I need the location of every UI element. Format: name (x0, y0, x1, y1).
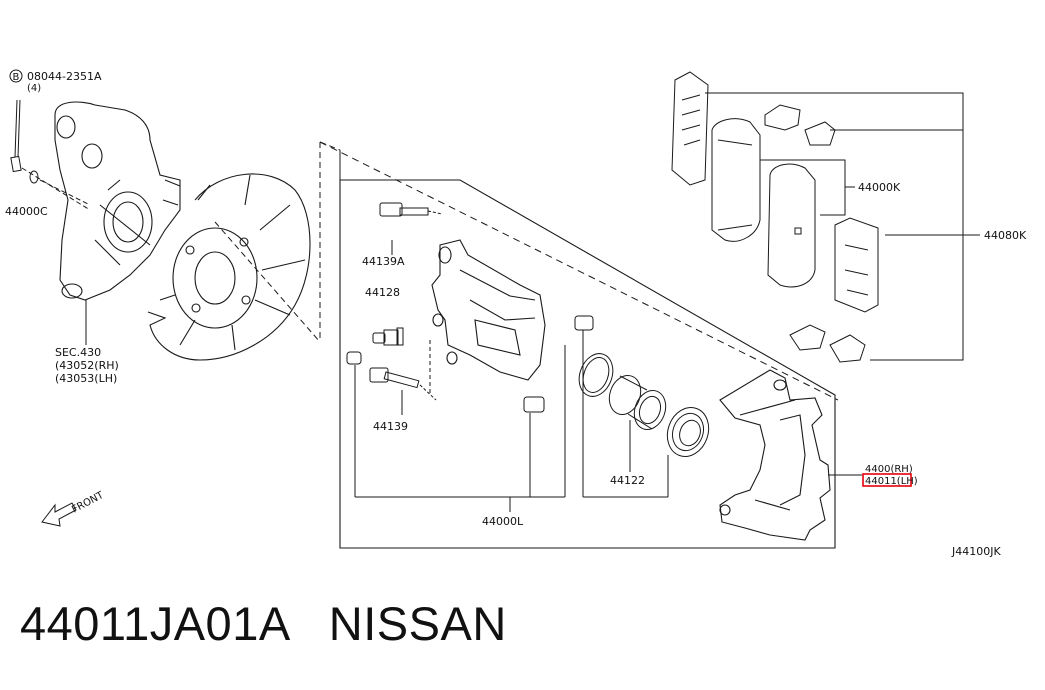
label-sec430: SEC.430 (55, 346, 101, 359)
frame-dashed-diagonal (319, 141, 839, 401)
label-43052rh: (43052(RH) (55, 359, 119, 372)
label-44080k: 44080K (984, 229, 1027, 242)
guide-pin-44139 (369, 367, 437, 401)
boot-left (346, 351, 362, 365)
label-44000l: 44000L (482, 515, 524, 528)
label-44139a: 44139A (362, 255, 405, 268)
caption-brand: NISSAN (328, 597, 507, 650)
diagram-code: J44100JK (951, 545, 1001, 558)
assembly-frame (339, 179, 836, 549)
bushing-44128 (372, 327, 404, 346)
guide-pin-44139a (379, 202, 443, 217)
label-44000c: 44000C (5, 205, 48, 218)
label-43053lh: (43053(LH) (55, 372, 117, 385)
label-44128: 44128 (365, 286, 400, 299)
label-44139: 44139 (373, 420, 408, 433)
label-44000k: 44000K (858, 181, 901, 194)
boot-right-top (574, 315, 594, 331)
frame-dashed (319, 141, 341, 342)
part-caption: 44011JA01A NISSAN (20, 596, 507, 651)
highlight-box (862, 473, 912, 487)
bolt-symbol: B (13, 72, 20, 83)
caliper-housing-illustration (431, 239, 546, 381)
caliper-bracket-illustration (719, 369, 831, 541)
backing-plate-illustration (147, 173, 311, 361)
piston-boot-illustration (666, 407, 710, 457)
piston-illustration (608, 375, 667, 430)
front-arrow-icon (41, 502, 77, 527)
pad-outer (711, 118, 761, 242)
bolt-icon (10, 99, 22, 173)
label-44011lh: 44011(LH) (865, 476, 918, 487)
leader-44000L (354, 330, 669, 512)
caption-part-number: 44011JA01A (20, 597, 289, 650)
label-bolt-qty: (4) (27, 83, 41, 94)
knuckle-illustration (54, 101, 181, 301)
pad-clip-bottom (789, 324, 866, 363)
pad-kit-bracket (705, 92, 980, 361)
boot-right-bottom (523, 396, 545, 413)
piston-seal-illustration (578, 353, 614, 397)
shim-inner (834, 217, 879, 313)
washer-icon (29, 170, 39, 184)
shim-outer (671, 71, 709, 186)
front-label: FRONT (70, 489, 106, 515)
label-08044-2351a: 08044-2351A (27, 70, 102, 83)
label-44001rh: 4400(RH) (865, 464, 913, 475)
pad-clip-top (764, 104, 836, 146)
pad-inner (767, 163, 816, 288)
label-44122: 44122 (610, 474, 645, 487)
